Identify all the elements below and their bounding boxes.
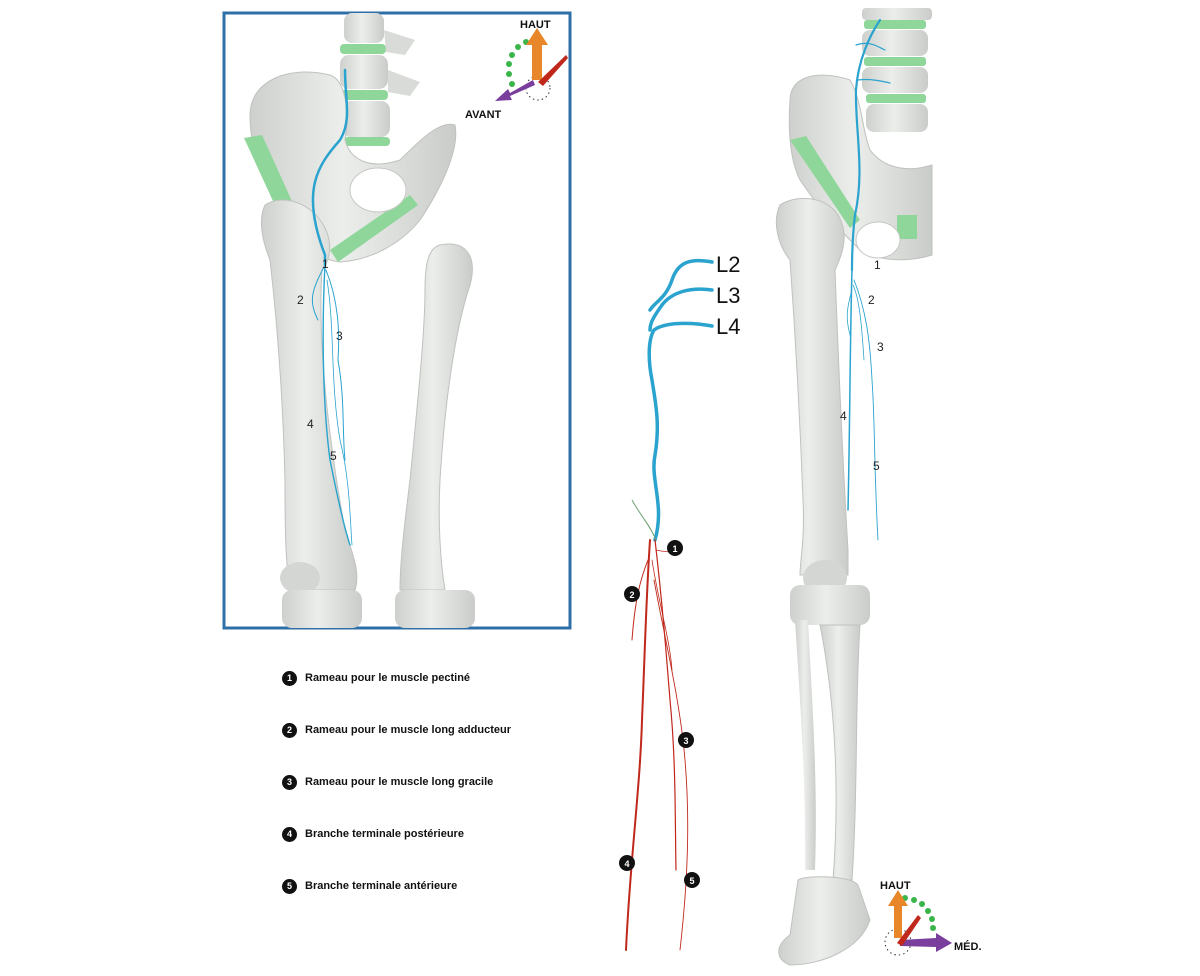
compass-front-label: AVANT [465, 109, 502, 121]
compass-up-label: HAUT [520, 19, 551, 31]
schema-badge-2: 2 [624, 586, 640, 602]
arrow-lateral-icon [538, 55, 568, 86]
nerve-schema: L2 L3 L4 1 2 3 4 5 [619, 252, 740, 951]
legend-badge: 5 [282, 878, 297, 894]
front-number-5: 5 [330, 449, 337, 463]
legend-item: 4 Branche terminale postérieure [282, 824, 464, 844]
pelvis-right [788, 74, 933, 261]
orientation-compass-side: HAUT MÉD. [880, 880, 982, 956]
legend-text: Rameau pour le muscle pectiné [305, 672, 471, 684]
side-number-5: 5 [873, 459, 880, 473]
front-number-1: 1 [322, 257, 329, 271]
side-view-leg: 1 2 3 4 5 HAUT MÉD. [775, 8, 982, 966]
svg-text:3: 3 [683, 736, 688, 746]
svg-text:4: 4 [624, 859, 629, 869]
schema-badge-3: 3 [678, 732, 694, 748]
obturator-nerve-front [311, 68, 353, 546]
front-view-panel: 1 2 3 4 5 HAUT AVANT [222, 11, 572, 630]
cartilage-symphysis [897, 215, 917, 239]
legend-item: 3 Rameau pour le muscle long gracile [282, 772, 493, 792]
legend-text: Branche terminale postérieure [305, 828, 464, 840]
legend-badge: 4 [282, 826, 297, 842]
side-number-1: 1 [874, 258, 881, 272]
svg-text:2: 2 [629, 590, 634, 600]
arrow-front-icon-side [897, 915, 921, 946]
legend-item: 2 Rameau pour le muscle long adducteur [282, 720, 511, 740]
svg-text:1: 1 [672, 544, 677, 554]
fibula [795, 620, 816, 870]
cartilage-pubic [330, 195, 418, 262]
arrow-medial-icon [900, 933, 952, 952]
femur-right [399, 243, 473, 591]
femur-side [775, 197, 849, 576]
root-label-l4: L4 [716, 314, 740, 339]
front-number-3: 3 [336, 329, 343, 343]
legend-text: Rameau pour le muscle long adducteur [305, 724, 511, 736]
root-label-l2: L2 [716, 252, 740, 277]
arrow-front-icon [495, 80, 535, 101]
spine-left [340, 13, 420, 146]
schema-badges: 1 2 3 4 5 [619, 540, 700, 888]
compass-side-up-label: HAUT [880, 880, 911, 892]
legend-badge: 1 [282, 670, 297, 686]
compass-medial-label: MÉD. [954, 940, 982, 953]
side-number-3: 3 [877, 340, 884, 354]
legend-item: 1 Rameau pour le muscle pectiné [282, 668, 470, 688]
arrow-up-icon-side [888, 890, 908, 938]
femur-left [260, 199, 358, 591]
spine-right [862, 8, 932, 132]
schema-badge-5: 5 [684, 872, 700, 888]
side-number-2: 2 [868, 293, 875, 307]
front-number-2: 2 [297, 293, 304, 307]
tibia [819, 624, 861, 881]
arrow-up-icon [526, 28, 548, 80]
foot [778, 876, 871, 966]
side-number-4: 4 [840, 409, 847, 423]
orientation-compass-front: HAUT AVANT [465, 19, 568, 121]
rotation-dots-icon-side [902, 895, 936, 931]
nerve-branches-red [625, 539, 689, 951]
legend-badge: 2 [282, 722, 297, 738]
svg-text:5: 5 [689, 876, 694, 886]
front-view-number-labels: 1 2 3 4 5 [297, 257, 343, 463]
front-number-4: 4 [307, 417, 314, 431]
cartilage-inguinal-right [790, 136, 860, 228]
nerve-roots [647, 258, 714, 542]
legend-item: 5 Branche terminale antérieure [282, 876, 457, 896]
legend-badge: 3 [282, 774, 297, 790]
root-labels: L2 L3 L4 [716, 252, 740, 339]
schema-badge-1: 1 [667, 540, 683, 556]
legend-text: Rameau pour le muscle long gracile [305, 776, 494, 788]
side-view-number-labels: 1 2 3 4 5 [840, 258, 884, 473]
legend-text: Branche terminale antérieure [305, 880, 458, 892]
root-label-l3: L3 [716, 283, 740, 308]
obturator-nerve-side [846, 18, 891, 541]
schema-badge-4: 4 [619, 855, 635, 871]
